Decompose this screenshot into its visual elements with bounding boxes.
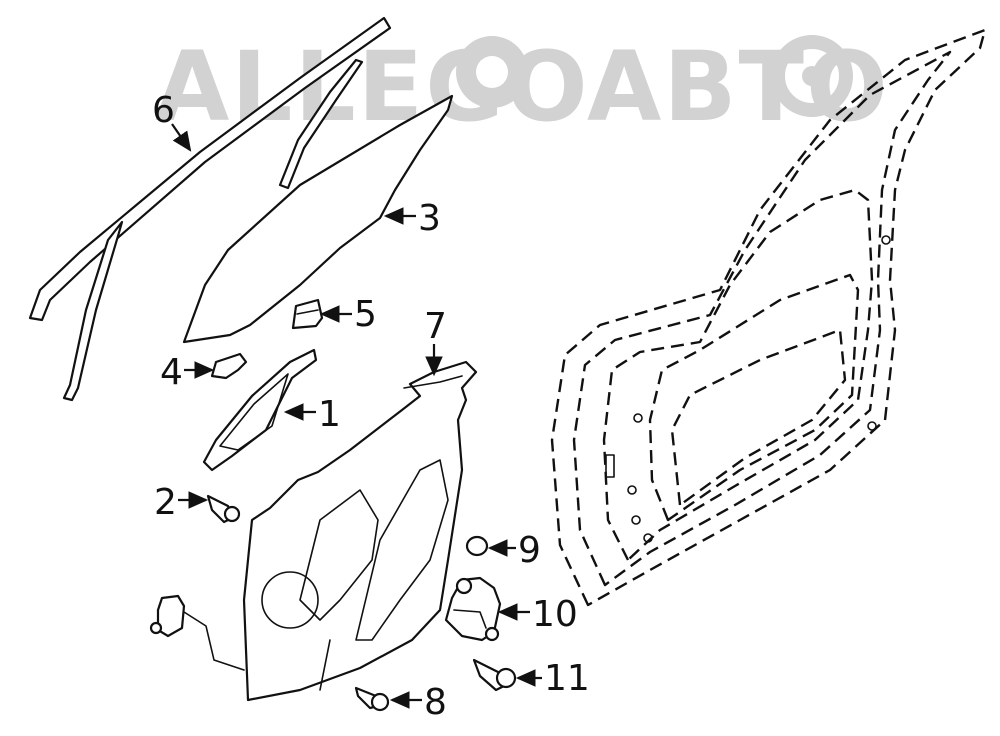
callout-3-label: 3	[418, 198, 441, 239]
glass-bracket-part	[202, 348, 318, 472]
door-window-glass-part	[182, 94, 454, 344]
door-hole	[881, 235, 891, 245]
door-hole	[867, 421, 877, 431]
callout-8-label: 8	[424, 682, 447, 723]
callout-1-label: 1	[318, 394, 341, 435]
callout-9-label: 9	[518, 530, 541, 571]
callout-7: 7	[424, 306, 447, 377]
callout-2: 2	[154, 482, 209, 523]
glass-guide-part	[291, 298, 324, 330]
bolt-11-part	[472, 658, 517, 692]
watermark: ALLEGOABTO	[155, 31, 888, 143]
door-slot	[605, 454, 615, 478]
bolt-8-part	[354, 686, 390, 712]
callout-4: 4	[160, 352, 215, 393]
callout-5-label: 5	[354, 294, 377, 335]
plug-part	[465, 535, 489, 557]
door-hole	[627, 485, 637, 495]
callout-10-label: 10	[532, 594, 578, 635]
glass-run-channel-part	[28, 16, 392, 402]
callout-6-leader	[171, 123, 192, 152]
callout-8: 8	[389, 682, 447, 723]
door-hole	[633, 413, 643, 423]
callout-6: 6	[152, 90, 192, 152]
window-motor-part	[444, 576, 502, 642]
callout-11-label: 11	[544, 658, 590, 699]
callout-9: 9	[487, 530, 541, 571]
callout-3: 3	[383, 198, 441, 239]
door-hole	[631, 515, 641, 525]
callout-6-label: 6	[152, 90, 175, 131]
callout-1: 1	[283, 394, 341, 435]
bolt-2-part	[206, 494, 241, 524]
callout-2-label: 2	[154, 482, 177, 523]
callout-7-label: 7	[424, 306, 447, 347]
watermark-ring-icon	[771, 35, 853, 117]
callout-10: 10	[497, 594, 578, 635]
callout-5: 5	[319, 294, 377, 335]
regulator-carrier-part	[242, 360, 478, 702]
door-hole	[643, 533, 653, 543]
callout-11: 11	[515, 658, 590, 699]
glass-clip-part	[210, 352, 248, 380]
motor-connector-part	[149, 594, 245, 671]
watermark-gear-icon	[456, 36, 528, 108]
callout-4-label: 4	[160, 352, 183, 393]
callouts: 6 3 5 7 4 1 2 9	[152, 90, 590, 723]
door-shell	[550, 28, 987, 607]
